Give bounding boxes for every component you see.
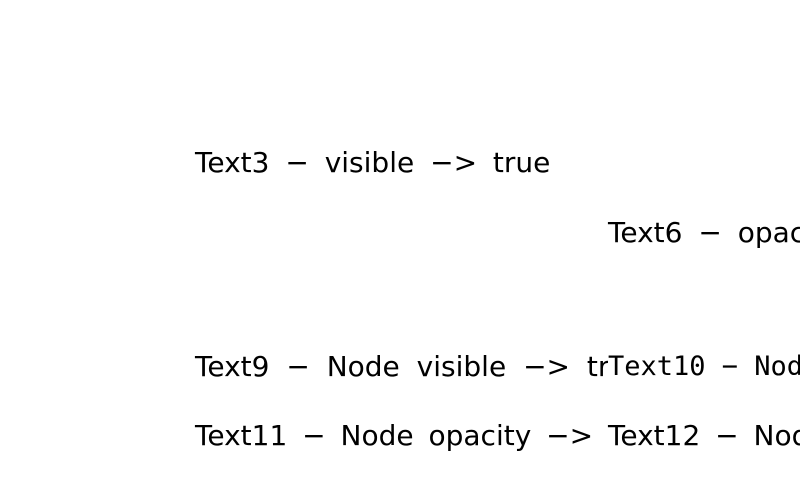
label-text12-node: Text12 − Nod: [608, 419, 800, 452]
label-text3-visible: Text3 − visible −> true: [195, 146, 551, 179]
label-text11-node-opacity: Text11 − Node opacity −> 0: [195, 419, 626, 452]
label-text9-node-visible: Text9 − Node visible −> true: [195, 350, 645, 383]
label-text10-node: Text10 − Nod: [608, 351, 800, 382]
label-text6-opacity: Text6 − opac: [608, 216, 800, 249]
